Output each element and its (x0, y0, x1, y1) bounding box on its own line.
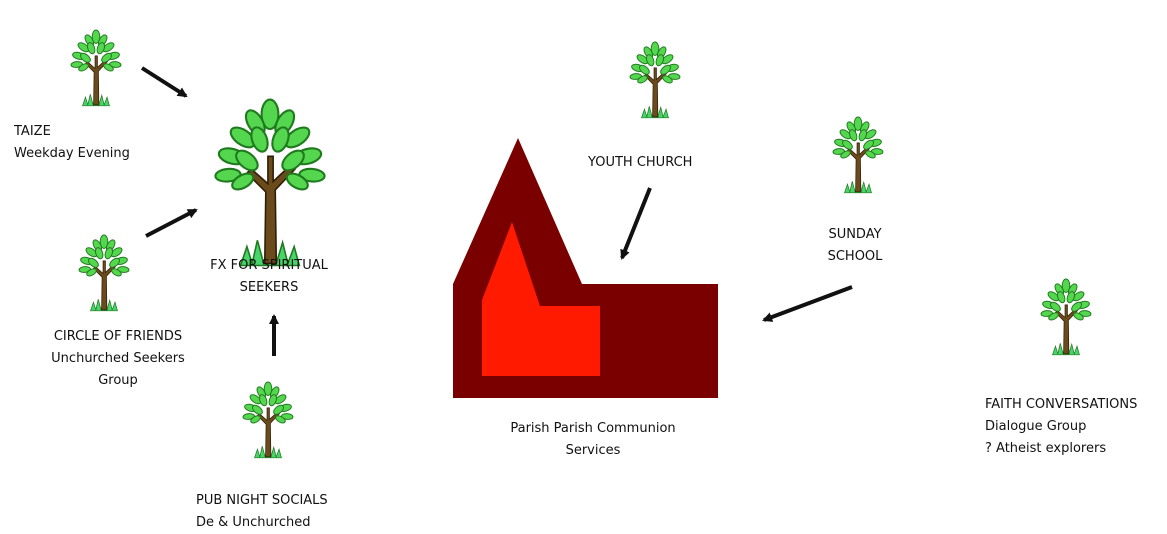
arrow-icon-taize-to-fx (140, 66, 188, 98)
label-taize-line2: Weekday Evening (14, 146, 130, 161)
label-sunday-line1: SUNDAY (828, 227, 882, 242)
label-taize: TAIZE Weekday Evening (14, 121, 130, 165)
label-circle: CIRCLE OF FRIENDS Unchurched Seekers Gro… (28, 326, 208, 392)
label-parish-line1: Parish Parish Communion (510, 421, 676, 436)
tree-icon-faith (1040, 278, 1092, 356)
label-fx-line2: SEEKERS (239, 280, 299, 295)
label-circle-line3: Group (98, 373, 138, 388)
label-faith-line2: Dialogue Group (985, 419, 1087, 434)
label-taize-line1: TAIZE (14, 124, 51, 139)
arrow-icon-circle-to-fx (145, 208, 198, 238)
label-youth: YOUTH CHURCH (588, 152, 692, 174)
label-sunday-line2: SCHOOL (827, 249, 883, 264)
tree-icon-sunday (832, 116, 884, 194)
label-fx-line1: FX FOR SPIRITUAL (210, 258, 328, 273)
label-circle-line2: Unchurched Seekers (51, 351, 185, 366)
arrow-icon-sunday-to-church (762, 285, 853, 322)
tree-icon-pub (242, 381, 294, 459)
label-pub-line1: PUB NIGHT SOCIALS (196, 493, 328, 508)
label-faith-line3: ? Atheist explorers (985, 441, 1107, 456)
label-fx: FX FOR SPIRITUAL SEEKERS (184, 255, 354, 299)
tree-icon-circle (78, 234, 130, 312)
label-pub-line2: De & Unchurched (196, 515, 311, 530)
label-faith-line1: FAITH CONVERSATIONS (985, 397, 1138, 412)
label-circle-line1: CIRCLE OF FRIENDS (53, 329, 183, 344)
tree-icon-youth (629, 41, 681, 119)
arrow-icon-youth-to-church (620, 187, 652, 260)
label-sunday: SUNDAY SCHOOL (800, 224, 910, 268)
label-pub: PUB NIGHT SOCIALS De & Unchurched (196, 490, 328, 534)
tree-icon-taize (70, 29, 122, 107)
label-faith: FAITH CONVERSATIONS Dialogue Group ? Ath… (985, 394, 1137, 460)
tree-icon-fx (213, 98, 327, 267)
label-parish: Parish Parish Communion Services (478, 418, 708, 462)
label-parish-line2: Services (565, 443, 621, 458)
church-icon (453, 138, 718, 398)
label-youth-line1: YOUTH CHURCH (588, 155, 693, 170)
